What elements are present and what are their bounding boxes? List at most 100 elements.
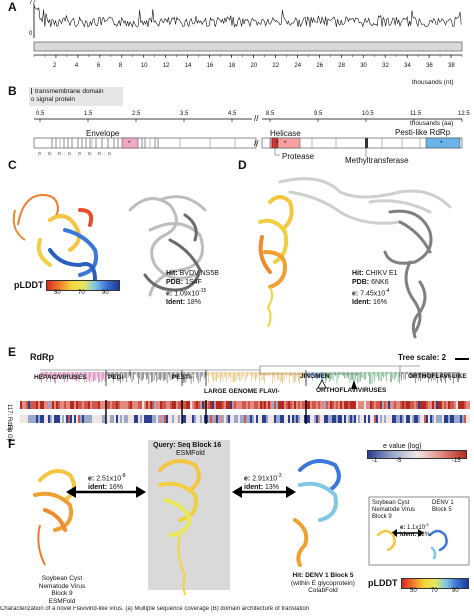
panel-a-tick-label: 6	[96, 63, 101, 69]
d-e-label: e:	[352, 290, 359, 298]
helicase-label: Helicase	[270, 129, 301, 138]
f-left-ident-value: 16%	[109, 484, 124, 492]
query-title: Query: Seq Block 16	[153, 442, 222, 449]
panel-b-tick-label: 11.5	[410, 111, 422, 117]
f-left-ident-label: ident:	[88, 484, 108, 492]
structure-c	[12, 193, 207, 297]
structure-d	[258, 177, 452, 339]
d-ident-value: 16%	[373, 299, 388, 307]
legend-box	[29, 87, 123, 106]
inset-left-2: Nematode Virus	[372, 507, 415, 513]
f-left-e-exp: -8	[121, 473, 126, 479]
clade-pegi: PEGI-	[108, 374, 126, 381]
svg-text://: //	[254, 139, 259, 148]
c-e-exp: -15	[199, 288, 207, 294]
panel-a-tick-label: 12	[162, 63, 170, 69]
clade-hepaci: HEPACIVIRUSES	[34, 374, 87, 381]
d-hit-value: CHIKV E1	[365, 270, 398, 277]
inset-right-label: DENV 1 Block 5	[432, 500, 454, 514]
envelope-label: Envelope	[86, 129, 120, 138]
clade-orthoflavi-like: ORTHOFLAVI-LIKE	[408, 373, 467, 380]
panel-c-plddt-label: pLDDT	[14, 280, 44, 290]
panel-f-plddt-label: pLDDT	[368, 578, 398, 588]
left-caption-4: ESMFold	[48, 597, 76, 605]
envelope-domain	[121, 137, 139, 149]
panel-a-unit: thousands (nt)	[412, 79, 454, 86]
panel-c-scale-70: 70	[78, 290, 85, 296]
panel-b-tick-label: 1.5	[84, 111, 93, 117]
left-match: e: 2.51x10-8 ident: 16%	[88, 472, 126, 492]
panel-a-tick-label: 8	[118, 63, 123, 69]
svg-text:o: o	[58, 151, 61, 157]
inset-left-1: Soybean Cyst	[372, 500, 410, 506]
panel-b-tick-label: 2.5	[132, 111, 141, 117]
panel-c-scale-90: 90	[102, 290, 109, 296]
coverage-ymax: 77	[29, 0, 36, 6]
c-hit-label: Hit:	[166, 270, 178, 277]
coverage-plot	[33, 4, 463, 58]
evalue-tick-1: -1	[372, 458, 378, 464]
c-ident-label: Ident:	[166, 299, 186, 307]
d-e-value: 7.45x10	[360, 290, 386, 298]
panel-f-scale-90: 90	[452, 588, 459, 594]
tree-scale: Tree scale: 2	[398, 353, 447, 362]
query-sub: ESMFold	[176, 450, 205, 457]
panel-c-hit-info: Hit: BVDV NS5B PDB: 1S4F e: 1.09x10-15 I…	[166, 269, 219, 307]
panel-a-tick-label: 16	[206, 63, 214, 69]
legend-tm-text: transmembrane domain	[35, 88, 104, 95]
svg-text:*: *	[128, 141, 131, 147]
panel-b-tick-label: 8.5	[266, 111, 275, 117]
inset-right-2: Block 5	[432, 507, 452, 513]
panel-b-unit: thousands (aa)	[410, 120, 454, 127]
f-right-e-label: e:	[244, 475, 251, 483]
svg-text:*: *	[440, 141, 443, 147]
d-ident-label: Ident:	[352, 299, 372, 307]
svg-text:*: *	[284, 141, 287, 147]
panel-d-hit-info: Hit: CHIKV E1 PDB: 6NK6 e: 7.45x10-4 Ide…	[352, 269, 398, 307]
tree-scale-bar	[455, 358, 469, 360]
c-ident-value: 18%	[187, 299, 202, 307]
rdrp-label: Pesti-like RdRp	[395, 128, 451, 137]
evalue-title: e value (log)	[383, 443, 422, 450]
panel-a-tick-label: 34	[404, 63, 411, 69]
c-pdb-label: PDB:	[166, 279, 184, 286]
svg-text:o: o	[68, 151, 71, 157]
panel-b-tick-label: 10.5	[362, 111, 374, 117]
panel-a-tick-label: 36	[426, 63, 433, 69]
protease-label: Protease	[282, 152, 315, 161]
inset-e-value: 1.1x10	[407, 525, 426, 531]
panel-a-label: A	[8, 0, 17, 14]
right-caption: Hit: DENV 1 Block 5 (within E glycoprote…	[278, 572, 368, 595]
clade-pesti: PESTI-	[172, 374, 193, 381]
panel-a-tick-label: 32	[382, 63, 389, 69]
d-hit-label: Hit:	[352, 270, 364, 277]
right-match: e: 2.91x10-3 ident: 13%	[244, 472, 282, 492]
f-left-e-label: e:	[88, 475, 95, 483]
coverage-ymin: 0	[29, 31, 33, 37]
panel-b-tick-label: 12.5	[458, 111, 470, 117]
f-right-ident-value: 13%	[265, 484, 280, 492]
panel-b-tick-label: 3.5	[180, 111, 189, 117]
panel-c-label: C	[8, 158, 17, 172]
right-caption-2: (within E glycoprotein)	[291, 579, 355, 587]
inset-left-label: Soybean Cyst Nematode Virus Block 9	[372, 500, 415, 521]
left-caption-3: Block 9	[51, 590, 73, 597]
f-right-ident-label: ident:	[244, 484, 264, 492]
panel-a-tick-label: 22	[272, 63, 280, 69]
svg-text:*: *	[276, 141, 279, 147]
evalue-tick-15: -15	[452, 458, 461, 464]
legend-tm: transmembrane domain	[31, 88, 104, 95]
panel-a-tick-label: 18	[228, 63, 236, 69]
svg-text:o: o	[108, 151, 111, 157]
rdrp-tree-label: RdRp	[30, 352, 54, 362]
panel-a-tick-label: 38	[448, 63, 455, 69]
panel-a-tick-label: 24	[294, 63, 302, 69]
panel-a-tick-label: 2	[52, 63, 57, 69]
evalue-tick-5: -5	[396, 458, 402, 464]
clade-jingmen: JINGMEN	[300, 373, 330, 380]
panel-a-tick-label: 30	[360, 63, 367, 69]
inset-match: e: 1.1x10-5 ident: 12%	[400, 521, 430, 539]
panel-b-tick-label: 4.5	[228, 111, 237, 117]
